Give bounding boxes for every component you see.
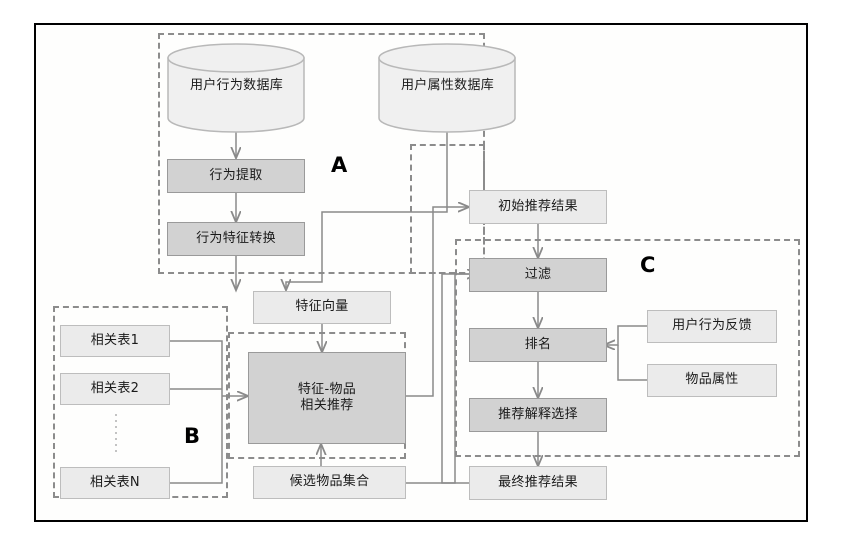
node-user-attribute-db[interactable]: 用户属性数据库	[379, 44, 516, 129]
node-candidate-item-set[interactable]: 候选物品集合	[253, 466, 406, 499]
node-initial-recommend-result[interactable]: 初始推荐结果	[469, 190, 607, 224]
node-feature-item-recommend-line1: 特征-物品	[297, 381, 357, 397]
relation-table-ellipsis	[114, 414, 118, 452]
node-relation-table-n[interactable]: 相关表N	[60, 467, 170, 499]
node-ranking[interactable]: 排名	[469, 328, 607, 362]
node-behavior-extract[interactable]: 行为提取	[167, 159, 305, 193]
region-label-a: A	[331, 153, 348, 177]
node-filter[interactable]: 过滤	[469, 258, 607, 292]
node-behavior-feature-transform[interactable]: 行为特征转换	[167, 222, 305, 256]
node-final-recommend-result[interactable]: 最终推荐结果	[469, 466, 607, 500]
node-user-behavior-db[interactable]: 用户行为数据库	[168, 44, 305, 129]
node-feature-item-recommend[interactable]: 特征-物品 相关推荐	[248, 352, 406, 444]
node-user-behavior-feedback[interactable]: 用户行为反馈	[647, 310, 777, 343]
node-user-attribute-db-label: 用户属性数据库	[400, 78, 495, 94]
node-relation-table-2[interactable]: 相关表2	[60, 373, 170, 405]
node-feature-vector[interactable]: 特征向量	[253, 291, 391, 324]
node-feature-item-recommend-line2: 相关推荐	[300, 398, 354, 413]
region-label-c: C	[640, 253, 656, 277]
region-label-b: B	[184, 424, 201, 448]
node-item-attribute[interactable]: 物品属性	[647, 364, 777, 397]
node-user-behavior-db-label: 用户行为数据库	[189, 78, 284, 94]
node-recommend-explain-select[interactable]: 推荐解释选择	[469, 398, 607, 432]
node-relation-table-1[interactable]: 相关表1	[60, 325, 170, 357]
